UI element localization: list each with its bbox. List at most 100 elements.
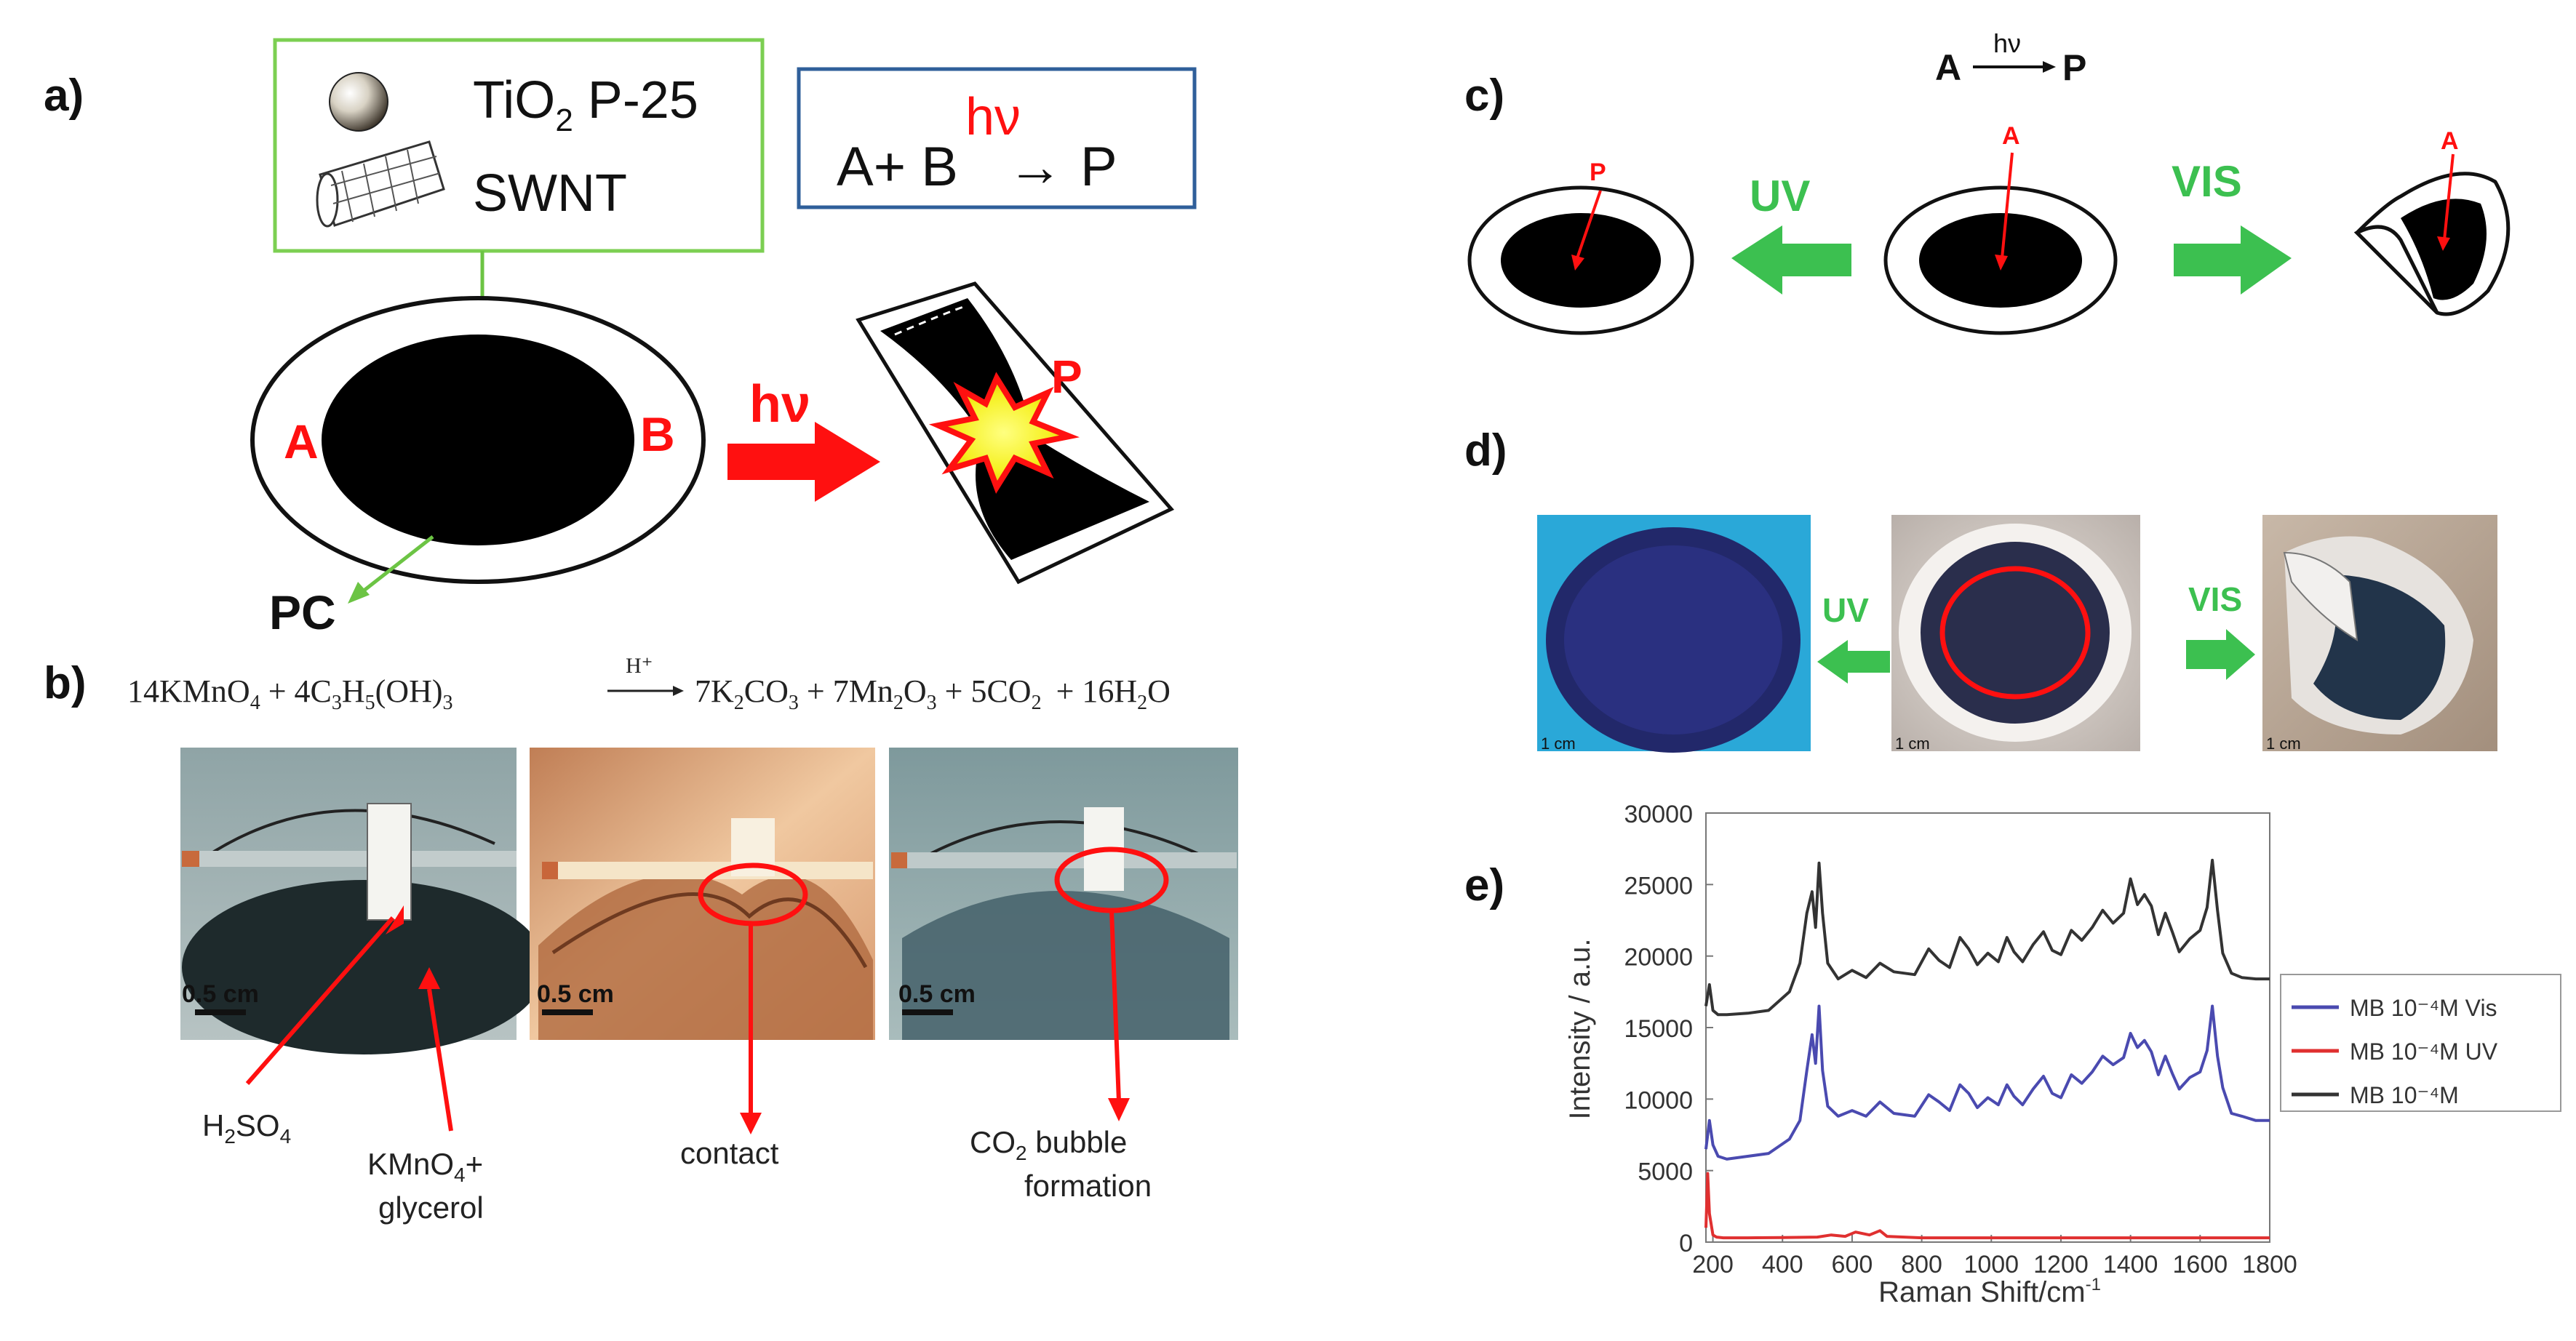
panel-label-d: d) [1464, 425, 1507, 476]
x-axis-label: Raman Shift/cm-1 [1878, 1275, 2101, 1308]
legend: MB 10⁻⁴M Vis MB 10⁻⁴M UV MB 10⁻⁴M [2292, 995, 2498, 1108]
end-b-label: B [640, 407, 675, 461]
contact-label: contact [680, 1136, 779, 1170]
c-reaction-lhs: A [1935, 47, 1961, 88]
pc-pointer [355, 535, 434, 598]
h2so4-label: H2SO4 [202, 1108, 291, 1148]
photo-b1: 0.5 cm [180, 748, 546, 1054]
panel-label-b: b) [44, 658, 87, 708]
permanganate-equation: 14KMnO4 + 4C3H5(OH)3 [127, 673, 453, 714]
c-vis-arrow-icon [2174, 225, 2292, 295]
x-tick-label: 1200 [2033, 1251, 2089, 1278]
scale-b1: 0.5 cm [182, 980, 259, 1008]
series-line-2 [1704, 858, 2270, 1017]
x-tick-label: 1800 [2242, 1251, 2297, 1278]
hv-arrow-label: hν [749, 375, 810, 433]
nanotube-icon [316, 140, 445, 228]
y-axis-ticks: 0 5000 10000 15000 20000 25000 30000 [1624, 801, 1713, 1257]
y-tick-label: 25000 [1624, 872, 1693, 900]
y-tick-label: 20000 [1624, 944, 1693, 972]
folded-film-icon [856, 281, 1175, 585]
panel-label-e: e) [1464, 860, 1504, 910]
tio2-sphere-icon [329, 72, 388, 132]
c-uv-label: UV [1750, 172, 1810, 220]
photo-b2: 0.5 cm [530, 748, 875, 1040]
c-uv-arrow-icon [1731, 225, 1851, 295]
scale-d3: 1 cm [2266, 734, 2301, 753]
pc-pointer-head [348, 582, 370, 604]
glycerol-label: glycerol [378, 1190, 484, 1225]
legend-box [2280, 974, 2561, 1112]
c-center-mark: A [2002, 122, 2020, 150]
y-tick-label: 5000 [1638, 1158, 1693, 1186]
legend-entry-2: MB 10⁻⁴M [2350, 1082, 2459, 1108]
d-vis-label: VIS [2188, 580, 2242, 618]
reaction-box [797, 67, 1197, 209]
end-a-label: A [284, 415, 319, 468]
panel-b: b) 14KMnO4 + 4C3H5(OH)3 H⁺ 7K2CO3 + 7Mn2… [44, 654, 1238, 1225]
series-line-1 [1704, 1172, 2270, 1240]
h2so4-pointer [245, 916, 395, 1085]
reaction-lhs: A+ B [837, 136, 958, 198]
x-tick-label: 600 [1832, 1251, 1873, 1278]
d-uv-arrow-icon [1817, 640, 1890, 684]
d-vis-arrow-icon [2186, 629, 2255, 680]
y-tick-label: 30000 [1624, 801, 1693, 828]
kmno4-label: KMnO4+ [367, 1147, 483, 1186]
photo-d1: 1 cm [1537, 515, 1811, 753]
x-tick-label: 400 [1762, 1251, 1803, 1278]
c-right-mark: A [2441, 127, 2459, 155]
product-p-label: P [1051, 351, 1082, 403]
swnt-film-core [322, 335, 634, 545]
panel-d: d) 1 cm UV 1 cm VIS 1 cm [1464, 425, 2497, 753]
panel-c: c) A hν P P UV A VIS A [1464, 28, 2511, 335]
legend-entry-0: MB 10⁻⁴M Vis [2350, 995, 2497, 1021]
photo-d3: 1 cm [2262, 515, 2497, 753]
panel-a: a) TiO2 P-25 SWNT hν A+ B → P A B PC [44, 38, 1197, 639]
x-tick-label: 1400 [2103, 1251, 2158, 1278]
plot-area [1705, 812, 2270, 1243]
y-tick-label: 0 [1679, 1230, 1693, 1257]
series-lines [1704, 858, 2270, 1240]
x-tick-label: 1000 [1963, 1251, 2019, 1278]
y-axis-label: Intensity / a.u. [1564, 938, 1596, 1119]
equation-arrowhead [673, 686, 684, 696]
legend-entry-1: MB 10⁻⁴M UV [2350, 1038, 2498, 1065]
c-left-mark: P [1590, 159, 1606, 186]
d-uv-label: UV [1822, 591, 1869, 629]
photo-b3: 0.5 cm [889, 748, 1238, 1040]
series-line-0 [1704, 1004, 2270, 1161]
y-tick-label: 15000 [1624, 1015, 1693, 1043]
photo-d2: 1 cm [1891, 515, 2140, 753]
panel-label-a: a) [44, 71, 84, 121]
c-film-curled-icon [2353, 172, 2511, 316]
reaction-hv: hν [965, 88, 1021, 146]
reaction-arrow: → [1008, 136, 1063, 198]
c-reaction-rhs: P [2062, 47, 2086, 88]
scale-b2: 0.5 cm [537, 980, 614, 1008]
panel-label-c: c) [1464, 71, 1504, 121]
co2-pointer [1109, 910, 1121, 1102]
reaction-rhs: P [1080, 136, 1117, 198]
c-vis-label: VIS [2172, 157, 2242, 206]
scale-b3: 0.5 cm [898, 980, 976, 1008]
x-tick-label: 800 [1901, 1251, 1942, 1278]
x-tick-label: 1600 [2173, 1251, 2228, 1278]
c-reaction-hv: hν [1993, 28, 2021, 58]
scale-d2: 1 cm [1895, 734, 1930, 753]
scale-d1: 1 cm [1541, 734, 1576, 753]
kmno4-pointer [427, 988, 453, 1132]
d-center-circle [1939, 566, 2091, 700]
tio2-label: TiO2 P-25 [473, 71, 698, 138]
swnt-label: SWNT [473, 164, 627, 223]
materials-box [273, 38, 765, 253]
hv-arrow-icon [727, 422, 880, 502]
co2-label: CO2 bubble [970, 1125, 1127, 1164]
equation-products: 7K2CO3 + 7Mn2O3 + 5CO2+ 16H2O [695, 673, 1171, 714]
catalyst-label: H⁺ [626, 654, 653, 678]
formation-label: formation [1024, 1169, 1152, 1203]
y-tick-label: 10000 [1624, 1086, 1693, 1114]
